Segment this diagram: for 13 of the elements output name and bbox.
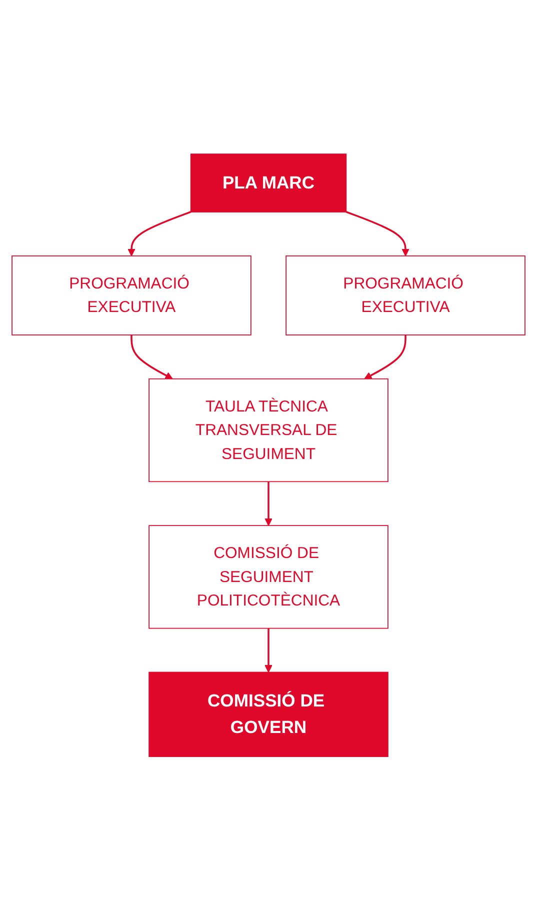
node-box (148, 378, 388, 482)
arrow (264, 482, 272, 526)
arrow (364, 335, 406, 380)
flowchart: PLA MARC PROGRAMACIÓ EXECUTIVA PROGRAMACIÓ EXECUTIVA TAULA TÈCNICA TRANSVERSAL DE SEGUIMENT COMISSIÓ DE SEGUIMENT POLITICOTÈCNICA COMISSIÓ DE GOVERN (5, 147, 532, 764)
node-box (190, 154, 347, 213)
arrow (128, 211, 192, 256)
arrow (130, 335, 173, 380)
arrow (264, 628, 272, 673)
node-box (148, 525, 388, 629)
node-box (286, 256, 526, 336)
node-box (148, 672, 388, 758)
node-box (12, 256, 252, 336)
arrow (346, 211, 410, 256)
